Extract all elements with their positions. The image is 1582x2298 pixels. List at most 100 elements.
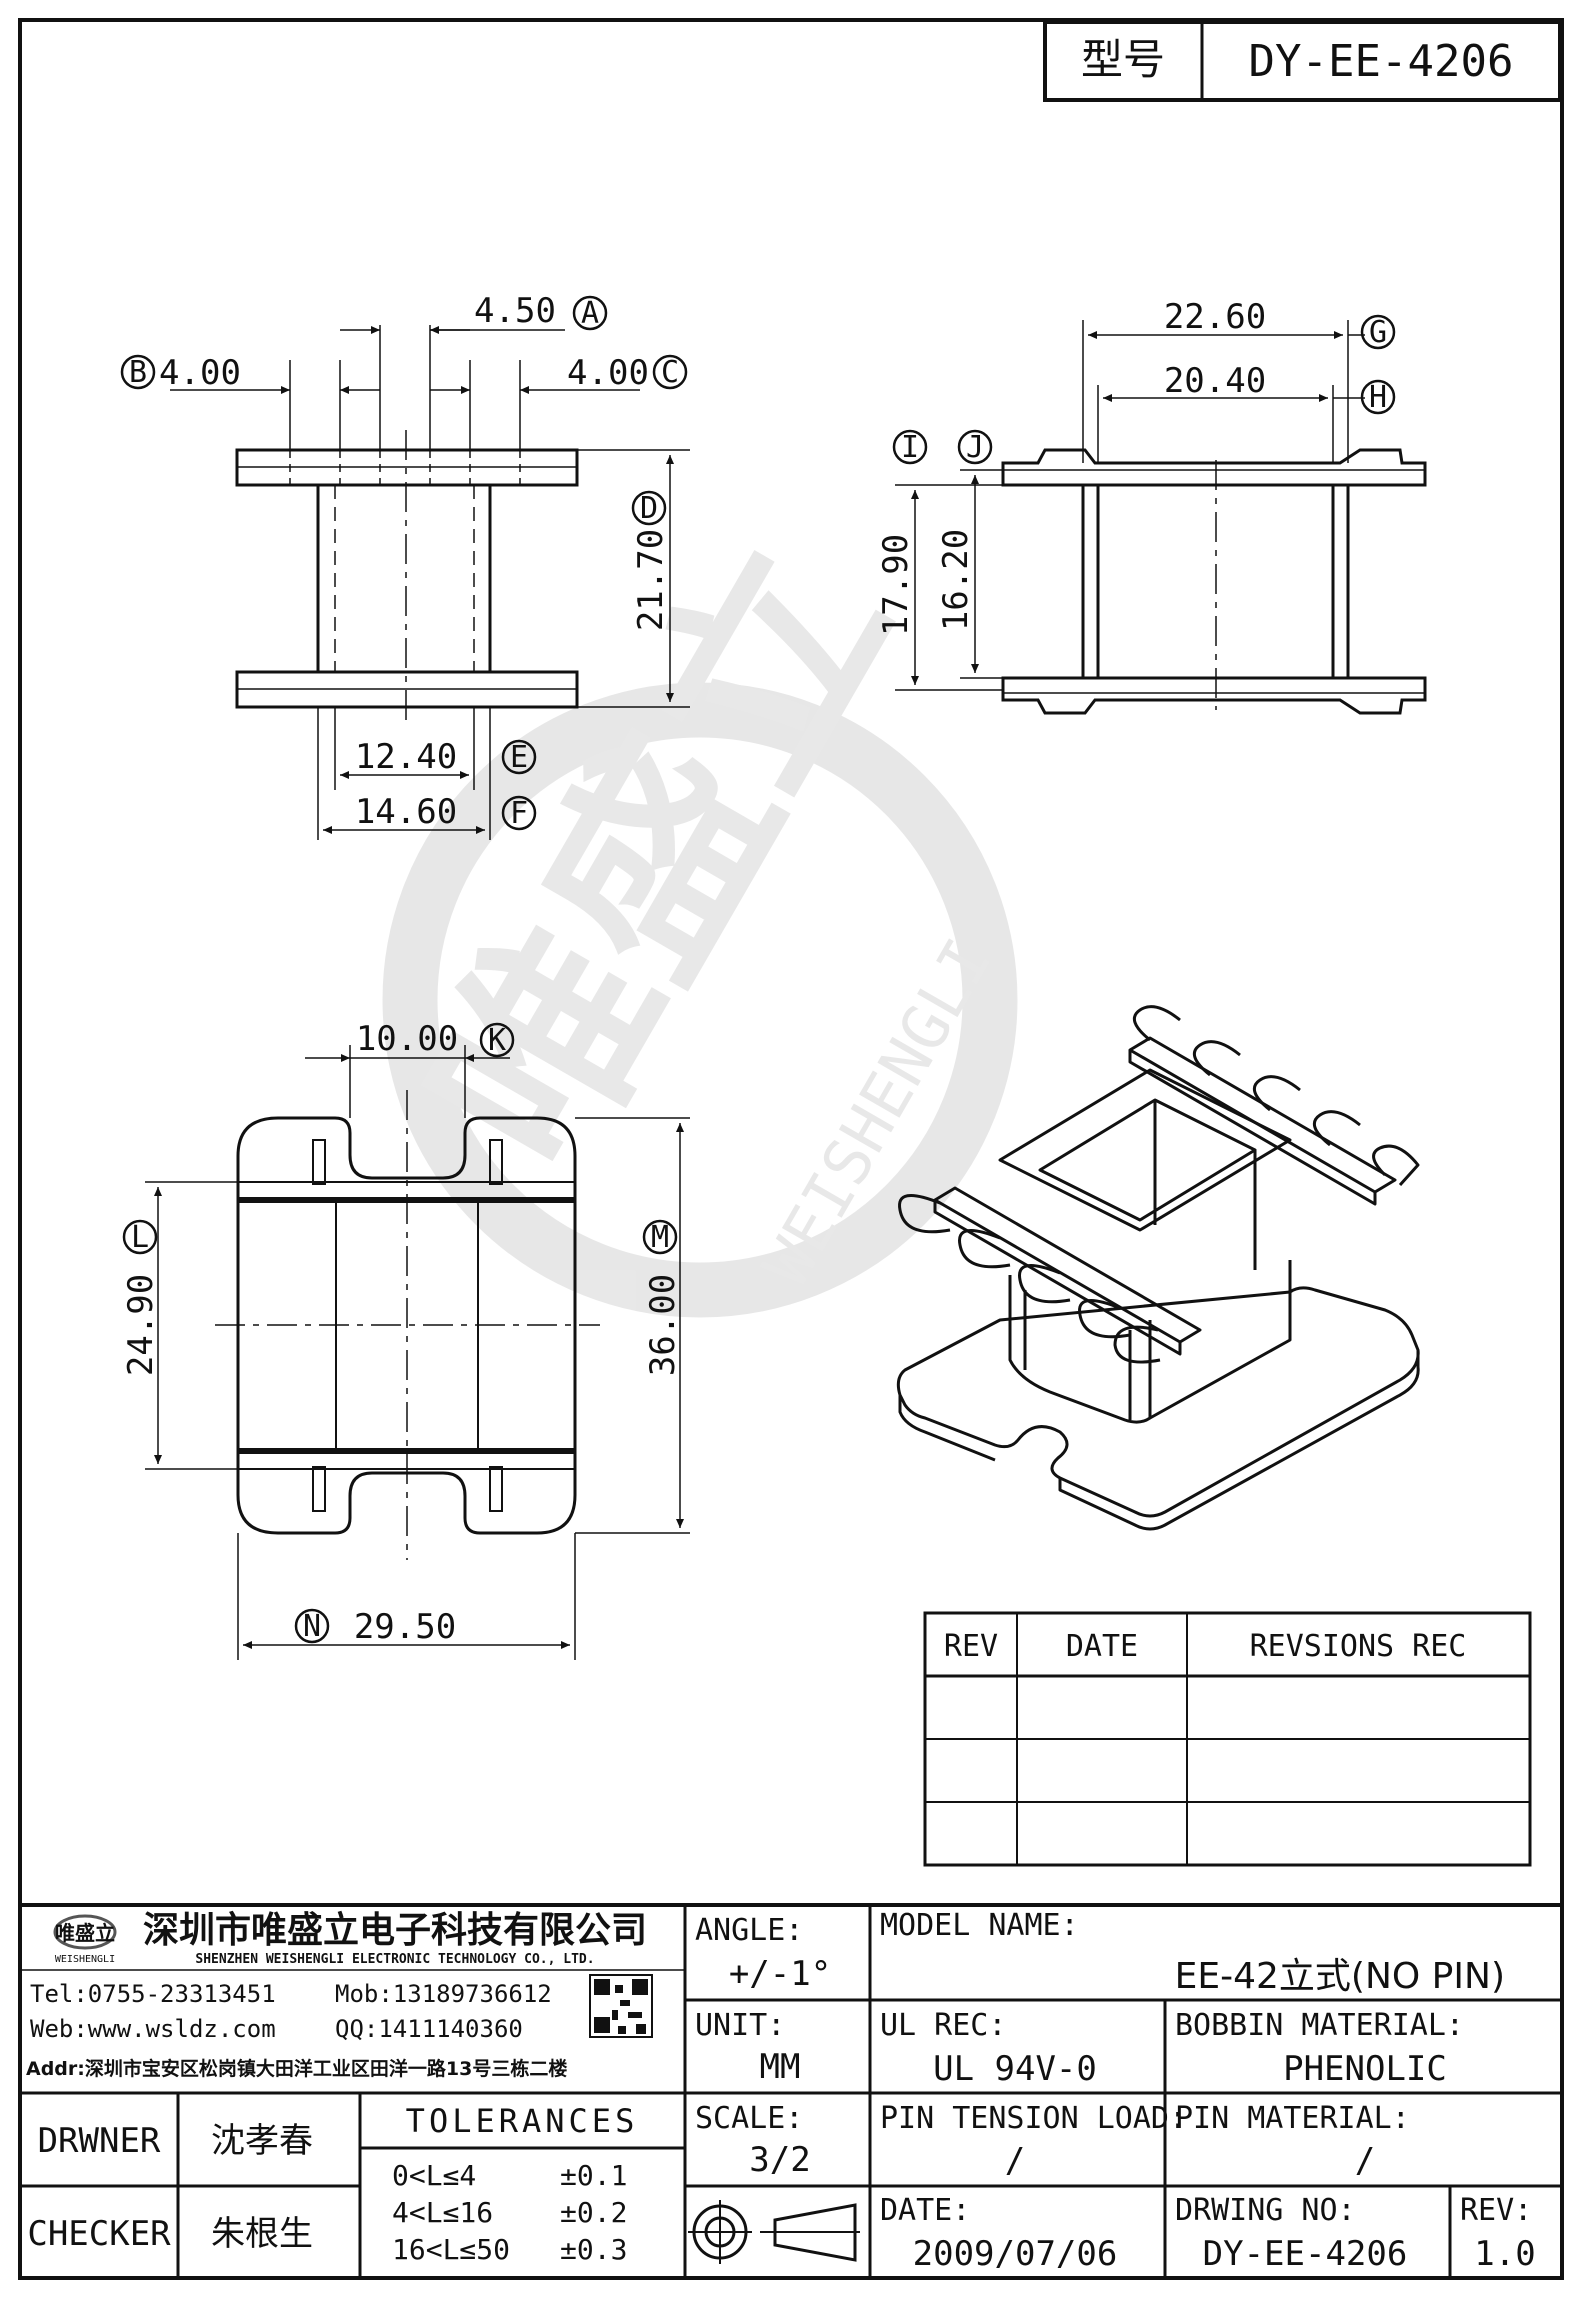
model-name-label: MODEL NAME:: [880, 1908, 1079, 1943]
qr-code: [589, 1974, 653, 2038]
dim-value-k: 10.00: [356, 1019, 458, 1059]
company-qq: QQ:1411140360: [335, 2015, 523, 2043]
tolerances-block: TOLERANCES 0<L≤4 ±0.1 4<L≤16 ±0.2 16<L≤5…: [392, 2102, 639, 2266]
callout-letter-e: E: [510, 740, 528, 775]
dim-value-j: 16.20: [936, 529, 976, 631]
callout-g: [1360, 314, 1396, 350]
unit-label: UNIT:: [695, 2008, 785, 2043]
scale-label: SCALE:: [695, 2101, 803, 2136]
side-view: [895, 320, 1427, 715]
dim-value-h: 20.40: [1164, 361, 1266, 401]
model-label: 型号: [1081, 35, 1165, 84]
ul-label: UL REC:: [880, 2008, 1006, 2043]
company-logo: 唯盛立 WEISHENGLI: [53, 1914, 117, 1965]
unit-value: MM: [760, 2047, 801, 2087]
callout-k: [479, 1022, 515, 1058]
dim-value-g: 22.60: [1164, 297, 1266, 337]
dim-value-a: 4.50: [474, 291, 556, 331]
rev-header-date: DATE: [1066, 1629, 1138, 1664]
dim-value-e: 12.40: [355, 737, 457, 777]
callout-letter-i: I: [901, 430, 919, 465]
dim-value-f: 14.60: [355, 792, 457, 832]
callout-letter-d: D: [640, 491, 658, 526]
rev-value: 1.0: [1474, 2234, 1535, 2274]
top-view-labels: 10.00 K L 24.90 M 36.00 N 29.50: [121, 1019, 683, 1647]
company-name-cn: 深圳市唯盛立电子科技有限公司: [143, 1910, 647, 1951]
callout-b: [120, 354, 156, 390]
callout-letter-j: J: [966, 430, 984, 465]
pin-tension-label: PIN TENSION LOAD:: [880, 2101, 1187, 2136]
tol-range-2: 4<L≤16: [392, 2196, 493, 2229]
front-view: [170, 325, 690, 840]
logo-cn: 唯盛立: [55, 1921, 115, 1945]
angle-label: ANGLE:: [695, 1913, 803, 1948]
callout-a: [572, 295, 608, 331]
drawer-name: 沈孝春: [211, 2121, 313, 2161]
tolerances-title: TOLERANCES: [406, 2102, 639, 2140]
side-view-labels: 22.60 G 20.40 H I 17.90 J 16.20: [876, 297, 1396, 636]
drawer-label: DRWNER: [38, 2121, 161, 2161]
callout-letter-c: C: [661, 355, 679, 390]
rev-label: REV:: [1460, 2193, 1532, 2228]
date-value: 2009/07/06: [913, 2234, 1118, 2274]
people-block: DRWNER 沈孝春 CHECKER 朱根生: [27, 2121, 313, 2254]
callout-letter-k: K: [488, 1023, 506, 1058]
angle-value: +/-1°: [729, 1954, 831, 1994]
dim-value-n: 29.50: [354, 1607, 456, 1647]
scale-value: 3/2: [749, 2140, 810, 2180]
tol-range-3: 16<L≤50: [392, 2233, 510, 2266]
callout-d: [631, 490, 667, 526]
callout-j: [957, 429, 993, 465]
callout-letter-n: N: [303, 1609, 321, 1644]
pin-material-value: /: [1355, 2141, 1375, 2181]
checker-label: CHECKER: [27, 2214, 171, 2254]
revision-table: REV DATE REVSIONS REC: [923, 1611, 1532, 1867]
rev-header-rev: REV: [944, 1629, 998, 1664]
callout-c: [652, 354, 688, 390]
dim-value-c: 4.00: [567, 353, 649, 393]
model-name-value: EE-42立式(NO PIN): [1175, 1956, 1505, 1997]
callout-letter-m: M: [651, 1220, 669, 1255]
checker-name: 朱根生: [211, 2214, 313, 2254]
pin-tension-value: /: [1005, 2141, 1025, 2181]
tol-value-3: ±0.3: [560, 2233, 627, 2266]
company-name-en: SHENZHEN WEISHENGLI ELECTRONIC TECHNOLOG…: [195, 1952, 594, 1967]
drawing-no-label: DRWING NO:: [1175, 2193, 1356, 2228]
angle-unit-scale: ANGLE: +/-1° UNIT: MM SCALE: 3/2: [688, 1913, 860, 2264]
dim-value-i: 17.90: [876, 534, 916, 636]
tol-range-1: 0<L≤4: [392, 2159, 476, 2192]
callout-letter-f: F: [510, 796, 528, 831]
callout-letter-a: A: [581, 296, 599, 331]
callout-m: [642, 1219, 678, 1255]
company-mob: Mob:13189736612: [335, 1980, 552, 2008]
callout-e: [501, 739, 537, 775]
header-model-box: 型号 DY-EE-4206: [1043, 20, 1562, 102]
callout-letter-l: L: [131, 1220, 149, 1255]
drawing-no-value: DY-EE-4206: [1203, 2234, 1408, 2274]
title-block: [18, 1903, 1564, 2280]
date-label: DATE:: [880, 2193, 970, 2228]
company-info: 唯盛立 WEISHENGLI 深圳市唯盛立电子科技有限公司 SHENZHEN W…: [26, 1910, 653, 2080]
callout-h: [1360, 379, 1396, 415]
model-number: DY-EE-4206: [1249, 36, 1514, 87]
tol-value-1: ±0.1: [560, 2159, 627, 2192]
logo-en: WEISHENGLI: [55, 1954, 115, 1965]
callout-f: [501, 795, 537, 831]
company-tel: Tel:0755-23313451: [30, 1980, 276, 2008]
dim-value-b: 4.00: [159, 353, 241, 393]
callout-n: [294, 1608, 330, 1644]
callout-letter-g: G: [1369, 315, 1387, 350]
ul-value: UL 94V-0: [933, 2049, 1097, 2089]
front-view-labels: 4.50 A B 4.00 4.00 C D 21.70 12.40 E 14.…: [120, 291, 688, 832]
dim-value-m: 36.00: [643, 1274, 683, 1376]
dim-value-d: 21.70: [631, 529, 671, 631]
company-web: Web:www.wsldz.com: [30, 2015, 276, 2043]
projection-symbol-icon: [688, 2200, 860, 2264]
pin-material-label: PIN MATERIAL:: [1175, 2101, 1410, 2136]
tol-value-2: ±0.2: [560, 2196, 627, 2229]
callout-letter-h: H: [1369, 380, 1387, 415]
isometric-view: [896, 1005, 1420, 1531]
model-details: MODEL NAME: EE-42立式(NO PIN) UL REC: UL 9…: [880, 1908, 1536, 2274]
callout-l: [122, 1219, 158, 1255]
